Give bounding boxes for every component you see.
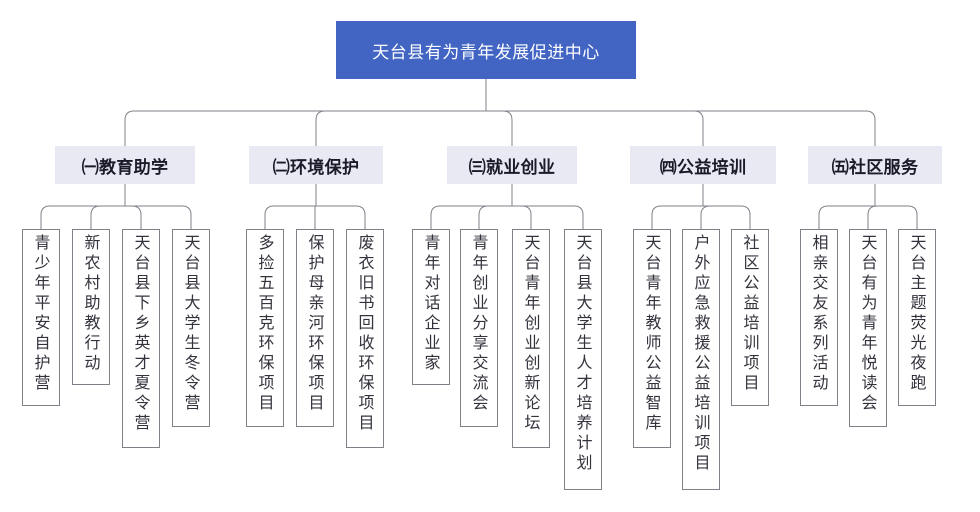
leaf-node-4-2[interactable]: 户外应急救援公益培训项目 — [682, 229, 720, 490]
leaf-node-5-2[interactable]: 天台有为青年悦读会 — [849, 229, 887, 427]
root-node[interactable]: 天台县有为青年发展促进中心 — [336, 21, 636, 79]
leaf-node-label: 天台县下乡英才夏令营 — [131, 234, 151, 434]
leaf-node-label: 青年对话企业家 — [421, 234, 441, 374]
leaf-node-2-1[interactable]: 多捡五百克环保项目 — [246, 229, 284, 427]
leaf-node-label: 青少年平安自护营 — [31, 234, 51, 394]
leaf-node-label: 户外应急救援公益培训项目 — [691, 234, 711, 474]
category-node-2[interactable]: ㈡环境保护 — [249, 146, 383, 184]
leaf-node-1-1[interactable]: 青少年平安自护营 — [22, 229, 60, 406]
leaf-node-label: 废衣旧书回收环保项目 — [355, 234, 375, 434]
leaf-node-1-3[interactable]: 天台县下乡英才夏令营 — [122, 229, 160, 448]
category-node-1[interactable]: ㈠教育助学 — [55, 146, 195, 184]
leaf-node-3-1[interactable]: 青年对话企业家 — [412, 229, 450, 385]
leaf-node-5-1[interactable]: 相亲交友系列活动 — [800, 229, 838, 406]
leaf-node-label: 天台县大学生人才培养计划 — [573, 234, 593, 474]
leaf-node-label: 天台县大学生冬令营 — [181, 234, 201, 414]
leaf-node-4-1[interactable]: 天台青年教师公益智库 — [633, 229, 671, 448]
leaf-node-4-3[interactable]: 社区公益培训项目 — [731, 229, 769, 406]
leaf-node-label: 社区公益培训项目 — [740, 234, 760, 394]
leaf-node-label: 天台青年教师公益智库 — [642, 234, 662, 434]
leaf-node-3-2[interactable]: 青年创业分享交流会 — [460, 229, 498, 427]
leaf-node-label: 保护母亲河环保项目 — [305, 234, 325, 414]
leaf-node-label: 天台有为青年悦读会 — [858, 234, 878, 414]
leaf-node-label: 天台青年创业创新论坛 — [521, 234, 541, 434]
leaf-node-label: 多捡五百克环保项目 — [255, 234, 275, 414]
leaf-node-3-4[interactable]: 天台县大学生人才培养计划 — [564, 229, 602, 490]
leaf-node-5-3[interactable]: 天台主题荧光夜跑 — [898, 229, 936, 406]
category-node-5[interactable]: ㈤社区服务 — [808, 146, 942, 184]
category-node-3[interactable]: ㈢就业创业 — [447, 146, 577, 184]
leaf-node-3-3[interactable]: 天台青年创业创新论坛 — [512, 229, 550, 448]
leaf-node-label: 新农村助教行动 — [81, 234, 101, 374]
leaf-node-label: 相亲交友系列活动 — [809, 234, 829, 394]
leaf-node-2-3[interactable]: 废衣旧书回收环保项目 — [346, 229, 384, 448]
leaf-node-1-4[interactable]: 天台县大学生冬令营 — [172, 229, 210, 427]
leaf-node-label: 天台主题荧光夜跑 — [907, 234, 927, 394]
category-node-4[interactable]: ㈣公益培训 — [630, 146, 776, 184]
leaf-node-2-2[interactable]: 保护母亲河环保项目 — [296, 229, 334, 427]
leaf-node-1-2[interactable]: 新农村助教行动 — [72, 229, 110, 385]
leaf-node-label: 青年创业分享交流会 — [469, 234, 489, 414]
